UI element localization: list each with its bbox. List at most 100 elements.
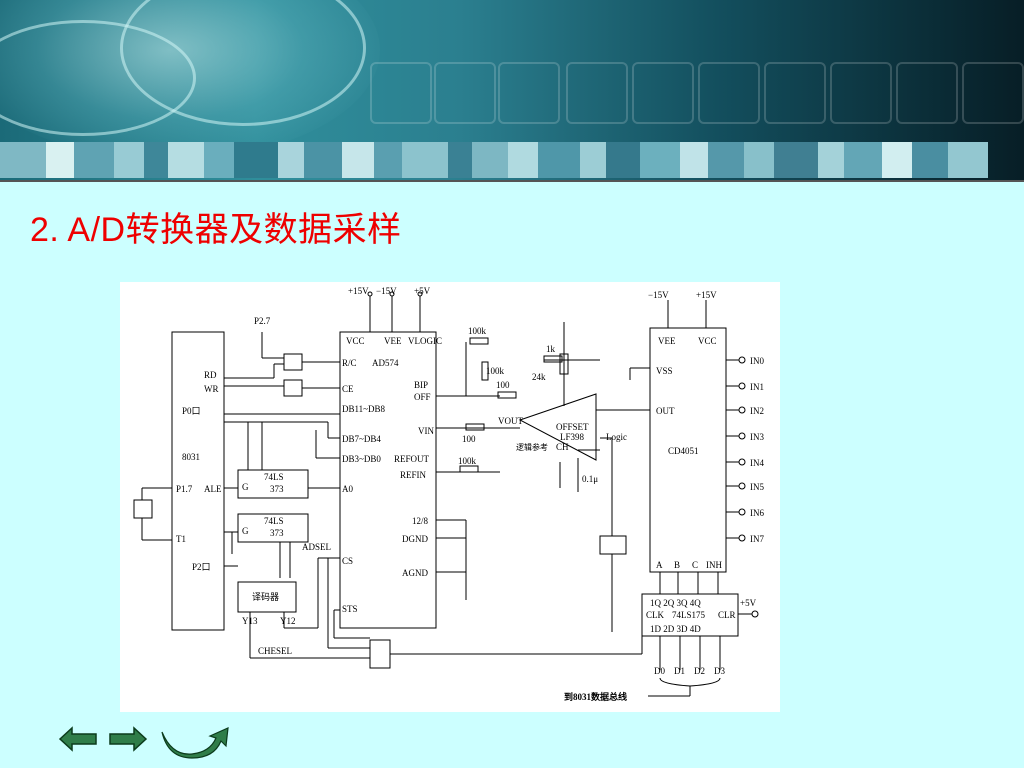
mux-in-6: IN6 [750, 508, 764, 518]
decor-square [434, 62, 496, 124]
mcu-wr-label: WR [204, 384, 219, 394]
inverter-2 [133, 499, 153, 519]
lf398-vout: VOUT [498, 416, 523, 426]
mcu-p17-label: P1.7 [176, 484, 193, 494]
mux-supply-p15: +15V [696, 290, 717, 300]
decor-square [830, 62, 892, 124]
res-100k-a: 100k [468, 326, 487, 336]
decoder-y13: Y13 [242, 616, 258, 626]
header-banner [0, 0, 1024, 180]
adc-vlogic: VLOGIC [408, 336, 442, 346]
supply-p5: +5V [414, 286, 431, 296]
adc-dgnd: DGND [402, 534, 428, 544]
decoder-y12: Y12 [280, 616, 296, 626]
mux-cd4051-body [649, 327, 727, 573]
mux-b: B [674, 560, 680, 570]
decoder-name: 译码器 [252, 592, 279, 602]
mux-c: C [692, 560, 698, 570]
mux-in-3: IN3 [750, 432, 764, 442]
latch-b-name2: 373 [270, 528, 284, 538]
mcu-t1-label: T1 [176, 534, 186, 544]
color-strip [0, 142, 1024, 178]
reg-clk: CLK [646, 610, 665, 620]
data-line-0: D0 [654, 666, 665, 676]
res-24k: 24k [532, 372, 546, 382]
mcu-name-label: 8031 [182, 452, 200, 462]
supply-m15: −15V [376, 286, 397, 296]
reg-supply-p5: +5V [740, 598, 757, 608]
adc-vin: VIN [418, 426, 434, 436]
latch-b-g: G [242, 526, 249, 536]
inverter-1 [599, 535, 627, 555]
mux-out: OUT [656, 406, 675, 416]
adc-refout: REFOUT [394, 454, 430, 464]
mux-in-2: IN2 [750, 406, 764, 416]
adc-bip: BIP [414, 380, 428, 390]
mux-vee: VEE [658, 336, 676, 346]
latch-a-name2: 373 [270, 484, 284, 494]
reg-d-label: 1D 2D 3D 4D [650, 624, 701, 634]
mcu-p27-label: P2.7 [254, 316, 271, 326]
mcu-p2-label: P2口 [192, 562, 211, 572]
sample-hold-lf398-body [518, 393, 597, 461]
adc-12-8: 12/8 [412, 516, 429, 526]
mcu-ale-label: ALE [204, 484, 222, 494]
res-100: 100 [496, 380, 510, 390]
data-line-2: D2 [694, 666, 705, 676]
lf398-name: LF398 [560, 432, 585, 442]
adc-db-hi: DB11~DB8 [342, 404, 386, 414]
res-100k-b: 100k [486, 366, 505, 376]
decor-square [764, 62, 826, 124]
latch-a-name: 74LS [264, 472, 284, 482]
bus-caption: 到8031数据总线 [564, 691, 627, 702]
adc-circuit-schematic: P0口 8031 P1.7 ALE T1 P2口 RD WR P2.7 74LS… [120, 282, 780, 712]
adc-a0: A0 [342, 484, 353, 494]
res-100k-c: 100k [458, 456, 477, 466]
adc-db-mid: DB7~DB4 [342, 434, 381, 444]
adc-name: AD574 [372, 358, 399, 368]
latch-373-b-body [237, 513, 309, 543]
decoder-body [237, 581, 297, 613]
adc-vee: VEE [384, 336, 402, 346]
mux-supply-m15: −15V [648, 290, 669, 300]
mux-a: A [656, 560, 663, 570]
mcu-8031-body [171, 331, 225, 631]
lf398-ch: CH [556, 442, 569, 452]
latch-a-g: G [242, 482, 249, 492]
back-arrow-icon[interactable] [58, 724, 98, 754]
return-curve-arrow-icon[interactable] [158, 724, 234, 760]
decor-square [370, 62, 432, 124]
ref-note: 逻辑参考 [516, 442, 548, 452]
supply-p15: +15V [348, 286, 369, 296]
adc-ad574-body [339, 331, 437, 629]
mux-vss: VSS [656, 366, 673, 376]
adc-db-lo: DB3~DB0 [342, 454, 381, 464]
decor-square [632, 62, 694, 124]
adc-refin: REFIN [400, 470, 427, 480]
and-gate-2 [283, 379, 303, 397]
and-gate-3 [369, 639, 391, 669]
res-100b: 100 [462, 434, 476, 444]
adc-cs: CS [342, 556, 353, 566]
mcu-rd-label: RD [204, 370, 217, 380]
adc-off: OFF [414, 392, 431, 402]
reg-q-label: 1Q 2Q 3Q 4Q [650, 598, 701, 608]
forward-arrow-icon[interactable] [108, 724, 148, 754]
adc-sts: STS [342, 604, 358, 614]
data-line-3: D3 [714, 666, 725, 676]
slide-title: 2. A/D转换器及数据采样 [30, 211, 402, 249]
mux-in-7: IN7 [750, 534, 764, 544]
reg-name: 74LS175 [672, 610, 706, 620]
lf398-logic: Logic [606, 432, 627, 442]
decor-square [566, 62, 628, 124]
mux-in-5: IN5 [750, 482, 764, 492]
decor-square [498, 62, 560, 124]
and-gate-1 [283, 353, 303, 371]
register-74ls175-body [641, 593, 739, 637]
adc-rc: R/C [342, 358, 357, 368]
adc-ce: CE [342, 384, 354, 394]
adc-vcc: VCC [346, 336, 365, 346]
mcu-p0-label: P0口 [182, 406, 201, 416]
mux-name: CD4051 [668, 446, 699, 456]
decor-square [896, 62, 958, 124]
